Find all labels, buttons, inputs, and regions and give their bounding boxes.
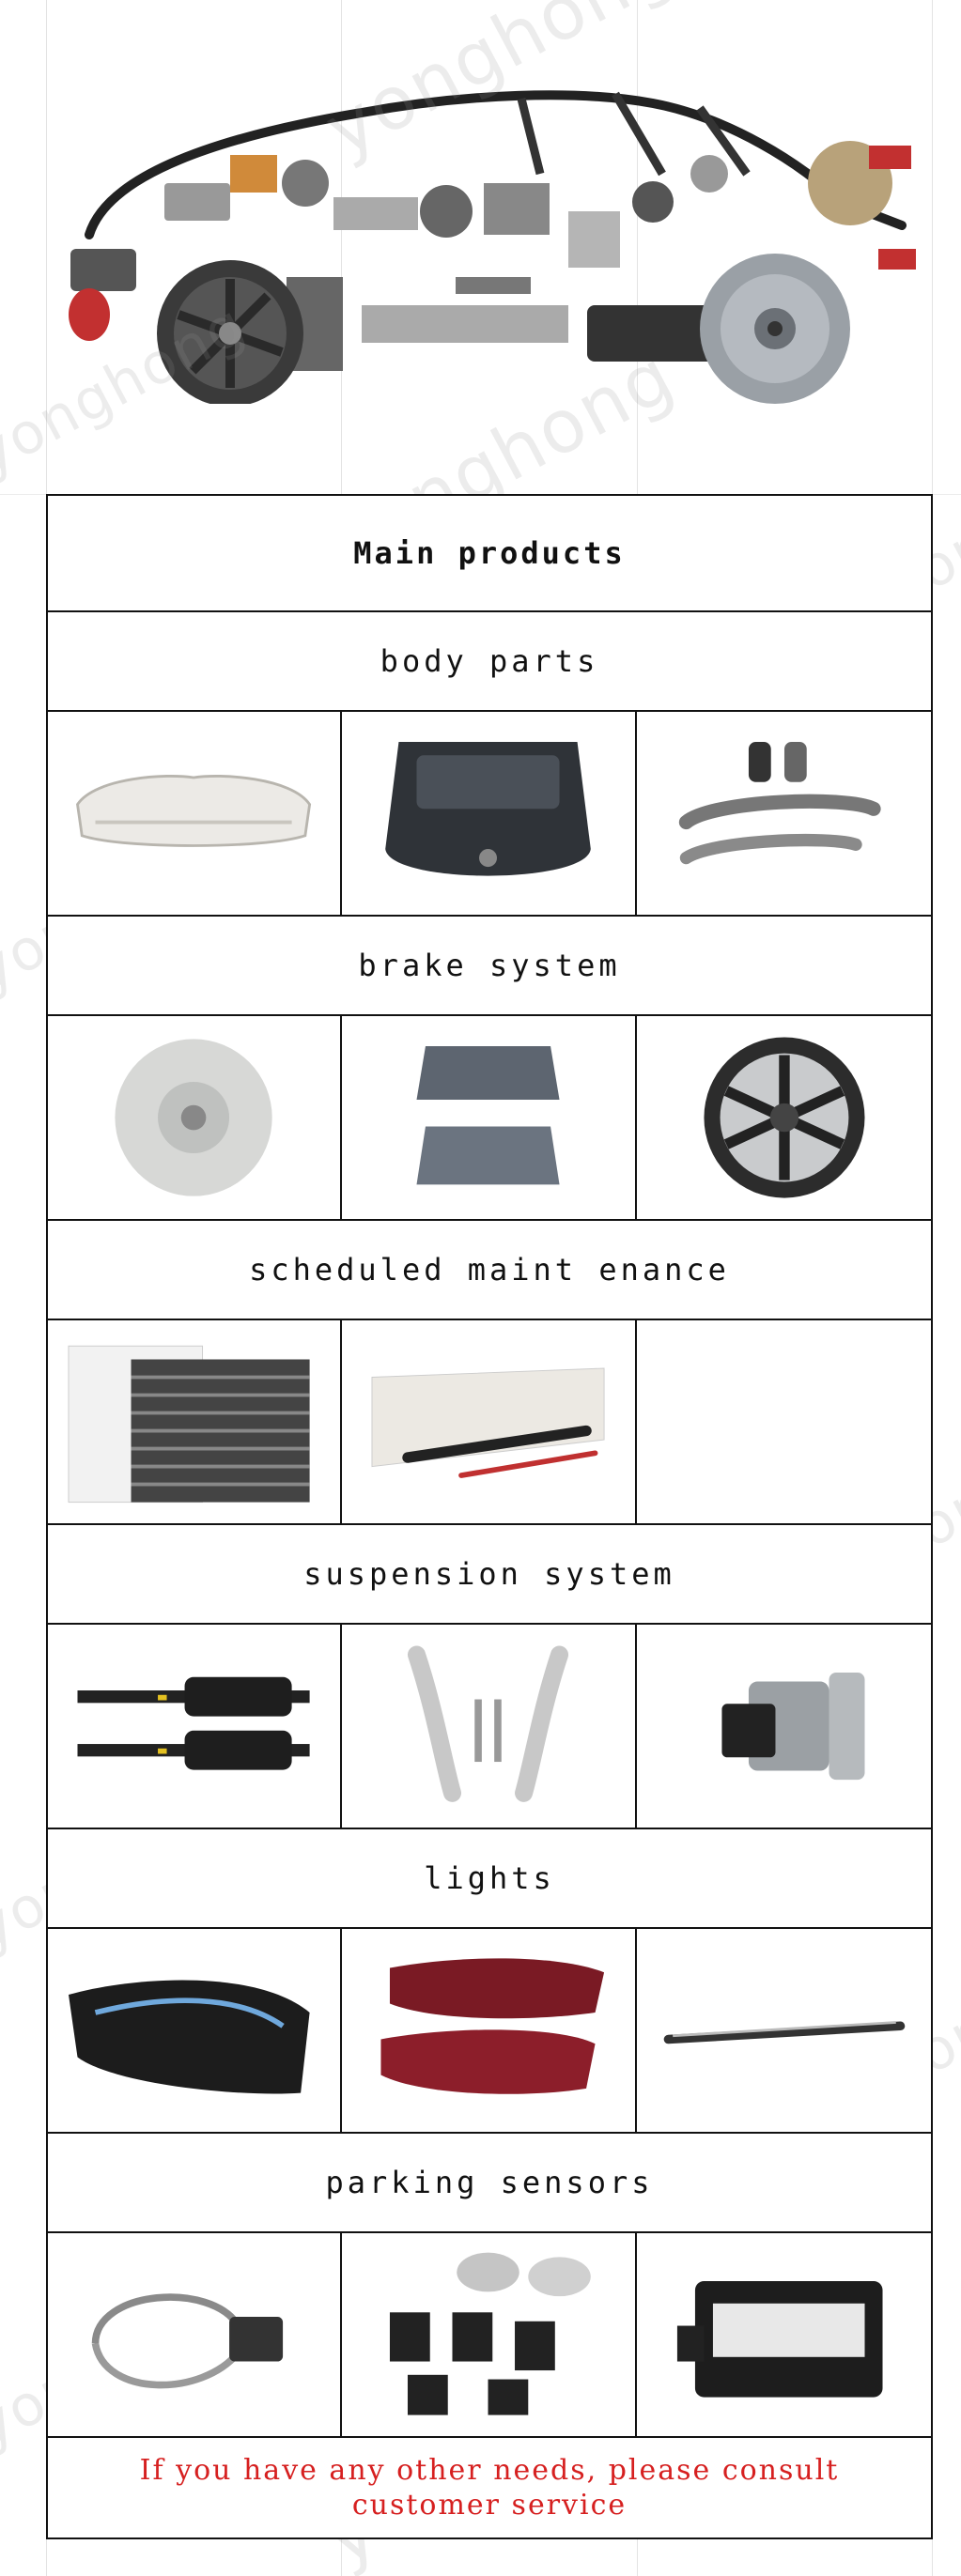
section-header-brake-system: brake system [48, 917, 931, 1016]
product-image-brake-pads [342, 1016, 637, 1219]
product-image-headlight [48, 1929, 342, 2132]
product-image-control-arms [342, 1625, 637, 1828]
section-images-brake-system [48, 1016, 931, 1221]
table-title: Main products [48, 496, 931, 612]
product-image-empty [637, 1320, 931, 1523]
product-image-brake-disc [48, 1016, 342, 1219]
section-images-body-parts [48, 712, 931, 917]
section-images-suspension-system [48, 1625, 931, 1829]
product-image-front-bumper [48, 712, 342, 915]
product-image-engine-mount [637, 1625, 931, 1828]
section-header-suspension-system: suspension system [48, 1525, 931, 1625]
section-images-scheduled-maintenance [48, 1320, 931, 1525]
product-image-wiper-blades [342, 1320, 637, 1523]
product-image-tail-lights [342, 1929, 637, 2132]
section-header-scheduled-maintenance: scheduled maint enance [48, 1221, 931, 1320]
section-header-parking-sensors: parking sensors [48, 2134, 931, 2233]
product-image-light-strip [637, 1929, 931, 2132]
product-image-alloy-wheel [637, 1016, 931, 1219]
product-image-door-handles [637, 712, 931, 915]
contact-note: If you have any other needs, please cons… [139, 2454, 840, 2522]
product-image-parking-sensor-kit [342, 2233, 637, 2436]
product-image-oxygen-sensor [48, 2233, 342, 2436]
hero-car-collage [52, 33, 925, 407]
product-image-tailgate [342, 712, 637, 915]
section-images-lights [48, 1929, 931, 2134]
section-header-lights: lights [48, 1829, 931, 1929]
product-image-radar-sensor-module [637, 2233, 931, 2436]
product-image-cabin-air-filter [48, 1320, 342, 1523]
product-image-air-suspension-struts [48, 1625, 342, 1828]
section-images-parking-sensors [48, 2233, 931, 2438]
products-table: Main products body parts brak [46, 494, 933, 2539]
section-header-body-parts: body parts [48, 612, 931, 712]
